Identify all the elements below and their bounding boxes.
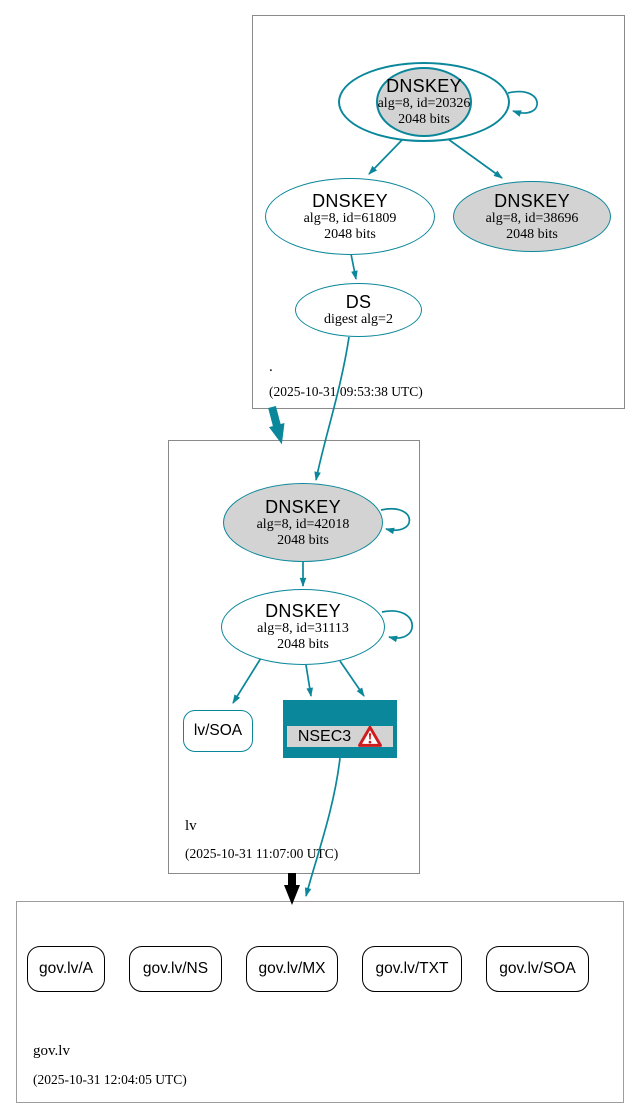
nsec3-label: NSEC3 xyxy=(297,727,352,745)
edge-lv-zsk-to-nsec3-left xyxy=(305,664,313,697)
root-ds-node[interactable]: DS digest alg=2 xyxy=(295,283,422,337)
lv-zsk-attr1: alg=8, id=31113 xyxy=(257,621,349,636)
root-dnskey-key2-node[interactable]: DNSKEY alg=8, id=38696 2048 bits xyxy=(453,181,611,252)
govlv-soa-node[interactable]: gov.lv/SOA xyxy=(486,946,589,992)
govlv-a-node[interactable]: gov.lv/A xyxy=(27,946,105,992)
govlv-mx-label: gov.lv/MX xyxy=(258,960,326,977)
govlv-a-label: gov.lv/A xyxy=(39,960,93,977)
root-ksk-attr2: 2048 bits xyxy=(398,112,450,127)
root-ksk-title: DNSKEY xyxy=(386,76,462,96)
zone-box-govlv: gov.lv (2025-10-31 12:04:05 UTC) xyxy=(16,901,624,1103)
edge-nsec3-to-govlv xyxy=(304,757,341,897)
root-key2-attr2: 2048 bits xyxy=(506,226,558,242)
edge-root-to-lv-delegation xyxy=(268,405,285,445)
zone-box-root: . (2025-10-31 09:53:38 UTC) xyxy=(252,15,625,409)
lv-dnskey-zsk-node[interactable]: DNSKEY alg=8, id=31113 2048 bits xyxy=(221,589,385,665)
root-dnskey-zsk-node[interactable]: DNSKEY alg=8, id=61809 2048 bits xyxy=(265,178,435,255)
edge-root-ksk-selfloop xyxy=(507,90,538,117)
root-key2-attr1: alg=8, id=38696 xyxy=(485,210,579,226)
edge-root-zsk-to-ds xyxy=(350,253,358,280)
lv-zsk-title: DNSKEY xyxy=(265,601,341,621)
edge-lv-ksk-selfloop xyxy=(380,507,411,535)
edge-ds-to-lv-ksk xyxy=(314,336,350,481)
lv-ksk-title: DNSKEY xyxy=(265,496,341,517)
root-ksk-attr1: alg=8, id=20326 xyxy=(377,96,471,111)
root-key2-title: DNSKEY xyxy=(494,190,570,211)
govlv-ns-label: gov.lv/NS xyxy=(142,960,209,977)
lv-nsec3-node[interactable]: NSEC3 xyxy=(283,700,397,758)
root-ds-title: DS xyxy=(345,292,372,312)
edge-root-ksk-to-zsk xyxy=(368,139,403,175)
edge-lv-zsk-to-soa xyxy=(232,657,262,704)
govlv-mx-node[interactable]: gov.lv/MX xyxy=(246,946,338,992)
zone-name-lv: lv xyxy=(185,818,197,834)
zone-timestamp-govlv: (2025-10-31 12:04:05 UTC) xyxy=(33,1072,187,1087)
lv-ksk-attr1: alg=8, id=42018 xyxy=(256,516,350,532)
lv-dnskey-ksk-node[interactable]: DNSKEY alg=8, id=42018 2048 bits xyxy=(223,483,383,562)
root-zsk-title: DNSKEY xyxy=(312,190,388,211)
govlv-soa-label: gov.lv/SOA xyxy=(499,960,576,977)
edge-root-ksk-to-key2 xyxy=(447,138,503,179)
lv-zsk-attr2: 2048 bits xyxy=(277,637,329,652)
zone-timestamp-root: (2025-10-31 09:53:38 UTC) xyxy=(269,384,423,399)
warning-icon xyxy=(358,726,383,747)
edge-lv-zsk-to-nsec3-right xyxy=(339,660,365,697)
root-ds-attr1: digest alg=2 xyxy=(324,312,393,327)
root-dnskey-ksk-node[interactable]: DNSKEY alg=8, id=20326 2048 bits xyxy=(338,62,510,142)
root-zsk-attr2: 2048 bits xyxy=(324,226,376,242)
govlv-txt-node[interactable]: gov.lv/TXT xyxy=(362,946,462,992)
govlv-ns-node[interactable]: gov.lv/NS xyxy=(129,946,222,992)
root-zsk-attr1: alg=8, id=61809 xyxy=(303,210,397,226)
edge-lv-zsk-selfloop xyxy=(381,610,413,643)
zone-name-root: . xyxy=(269,359,273,375)
zone-name-govlv: gov.lv xyxy=(33,1043,70,1059)
lv-soa-label: lv/SOA xyxy=(193,722,243,739)
zone-timestamp-lv: (2025-10-31 11:07:00 UTC) xyxy=(185,846,339,861)
govlv-txt-label: gov.lv/TXT xyxy=(375,960,449,977)
lv-soa-node[interactable]: lv/SOA xyxy=(183,710,253,752)
lv-ksk-attr2: 2048 bits xyxy=(277,532,329,548)
